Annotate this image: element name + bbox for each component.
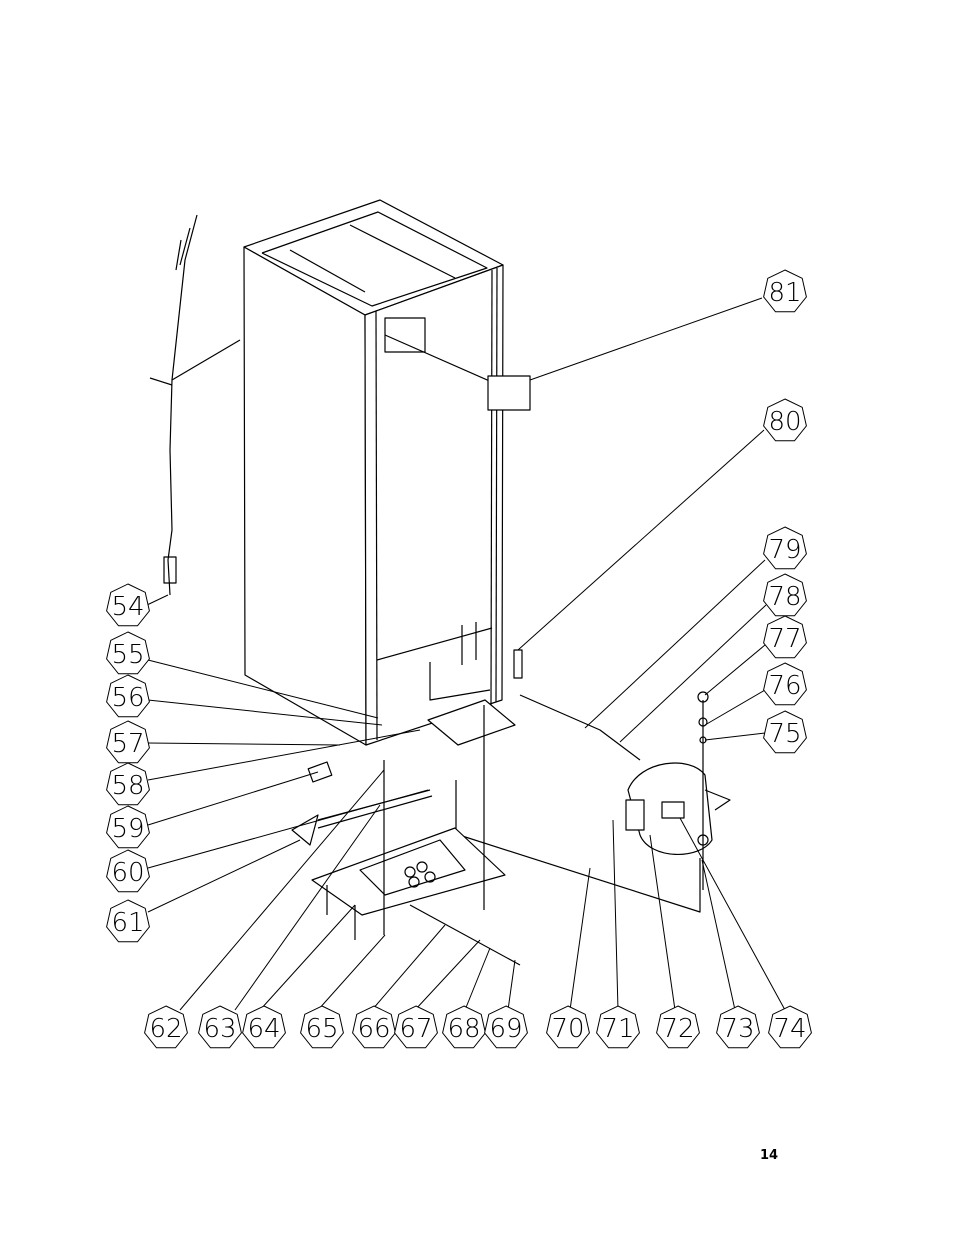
callout-marker-shape: [106, 805, 150, 849]
page-number: 14: [760, 1148, 779, 1163]
callout-label: 65: [305, 1014, 338, 1044]
callout-marker-shape: [763, 662, 807, 706]
callout-67: 67: [394, 1005, 438, 1049]
callout-marker-shape: [763, 398, 807, 442]
callout-55: 55: [106, 631, 150, 675]
callout-marker-shape: [106, 674, 150, 718]
callout-marker-shape: [394, 1005, 438, 1049]
callout-label: 63: [203, 1014, 236, 1044]
callout-marker-shape: [442, 1005, 486, 1049]
callout-72: 72: [656, 1005, 700, 1049]
callout-78: 78: [763, 573, 807, 617]
callout-label: 72: [661, 1014, 694, 1044]
callout-74: 74: [768, 1005, 812, 1049]
callout-76: 76: [763, 662, 807, 706]
callout-80: 80: [763, 398, 807, 442]
callout-label: 55: [111, 640, 144, 670]
callout-marker-shape: [716, 1005, 760, 1049]
callout-label: 78: [768, 582, 801, 612]
callout-marker-shape: [763, 526, 807, 570]
power-cord: [149, 214, 241, 596]
callout-marker-shape: [768, 1005, 812, 1049]
callout-label: 73: [721, 1014, 754, 1044]
callout-label: 70: [551, 1014, 584, 1044]
callout-62: 62: [144, 1005, 188, 1049]
callout-label: 79: [768, 535, 801, 565]
callout-61: 61: [106, 899, 150, 943]
callout-label: 67: [399, 1014, 432, 1044]
callout-marker-shape: [763, 269, 807, 313]
callout-marker-shape: [300, 1005, 344, 1049]
callout-label: 60: [111, 858, 144, 888]
callout-64: 64: [242, 1005, 286, 1049]
callout-70: 70: [546, 1005, 590, 1049]
base-plate: [311, 827, 506, 916]
callout-marker-shape: [106, 849, 150, 893]
callout-markers: 54 55 56 57 58 59 60 61 62 63 64 65 66 67 68 69 70 71 72 73…: [106, 269, 812, 1049]
filter-drier: [513, 649, 523, 679]
thermostat: [307, 761, 333, 783]
callout-58: 58: [106, 762, 150, 806]
callout-label: 80: [768, 407, 801, 437]
callout-label: 58: [111, 771, 144, 801]
callout-label: 56: [111, 683, 144, 713]
callout-68: 68: [442, 1005, 486, 1049]
callout-label: 69: [489, 1014, 522, 1044]
callout-marker-shape: [763, 573, 807, 617]
callout-60: 60: [106, 849, 150, 893]
callout-label: 71: [601, 1014, 634, 1044]
callout-marker-shape: [242, 1005, 286, 1049]
callout-71: 71: [596, 1005, 640, 1049]
callout-label: 76: [768, 671, 801, 701]
callout-56: 56: [106, 674, 150, 718]
cabinet: [243, 199, 511, 746]
callout-label: 61: [111, 908, 144, 938]
callout-marker-shape: [656, 1005, 700, 1049]
callout-59: 59: [106, 805, 150, 849]
callout-label: 57: [111, 729, 144, 759]
callout-marker-shape: [198, 1005, 242, 1049]
callout-54: 54: [106, 583, 150, 627]
callout-65: 65: [300, 1005, 344, 1049]
callout-marker-shape: [106, 583, 150, 627]
callout-marker-shape: [106, 762, 150, 806]
callout-73: 73: [716, 1005, 760, 1049]
callout-marker-shape: [144, 1005, 188, 1049]
capillary-line: [519, 694, 641, 761]
callout-63: 63: [198, 1005, 242, 1049]
callout-label: 66: [357, 1014, 390, 1044]
callout-label: 64: [247, 1014, 280, 1044]
callout-81: 81: [763, 269, 807, 313]
callout-label: 54: [111, 592, 144, 622]
callout-marker-shape: [352, 1005, 396, 1049]
callout-label: 77: [768, 624, 801, 654]
callout-marker-shape: [763, 710, 807, 754]
mounting-bolts: [326, 691, 709, 966]
callout-69: 69: [484, 1005, 528, 1049]
drain-tray: [427, 699, 516, 746]
callout-79: 79: [763, 526, 807, 570]
callout-marker-shape: [763, 615, 807, 659]
heater: [291, 789, 433, 846]
callout-marker-shape: [484, 1005, 528, 1049]
back-panel: [455, 780, 701, 913]
callout-66: 66: [352, 1005, 396, 1049]
callout-57: 57: [106, 720, 150, 764]
leader-lines: [146, 297, 786, 1011]
callout-label: 62: [149, 1014, 182, 1044]
compressor: [625, 762, 731, 856]
callout-marker-shape: [106, 899, 150, 943]
callout-marker-shape: [106, 631, 150, 675]
callout-marker-shape: [596, 1005, 640, 1049]
callout-label: 74: [773, 1014, 806, 1044]
callout-label: 68: [447, 1014, 480, 1044]
callout-label: 81: [768, 278, 801, 308]
callout-marker-shape: [546, 1005, 590, 1049]
label-plate: [487, 375, 531, 411]
callout-75: 75: [763, 710, 807, 754]
callout-label: 59: [111, 814, 144, 844]
callout-label: 75: [768, 719, 801, 749]
callout-77: 77: [763, 615, 807, 659]
